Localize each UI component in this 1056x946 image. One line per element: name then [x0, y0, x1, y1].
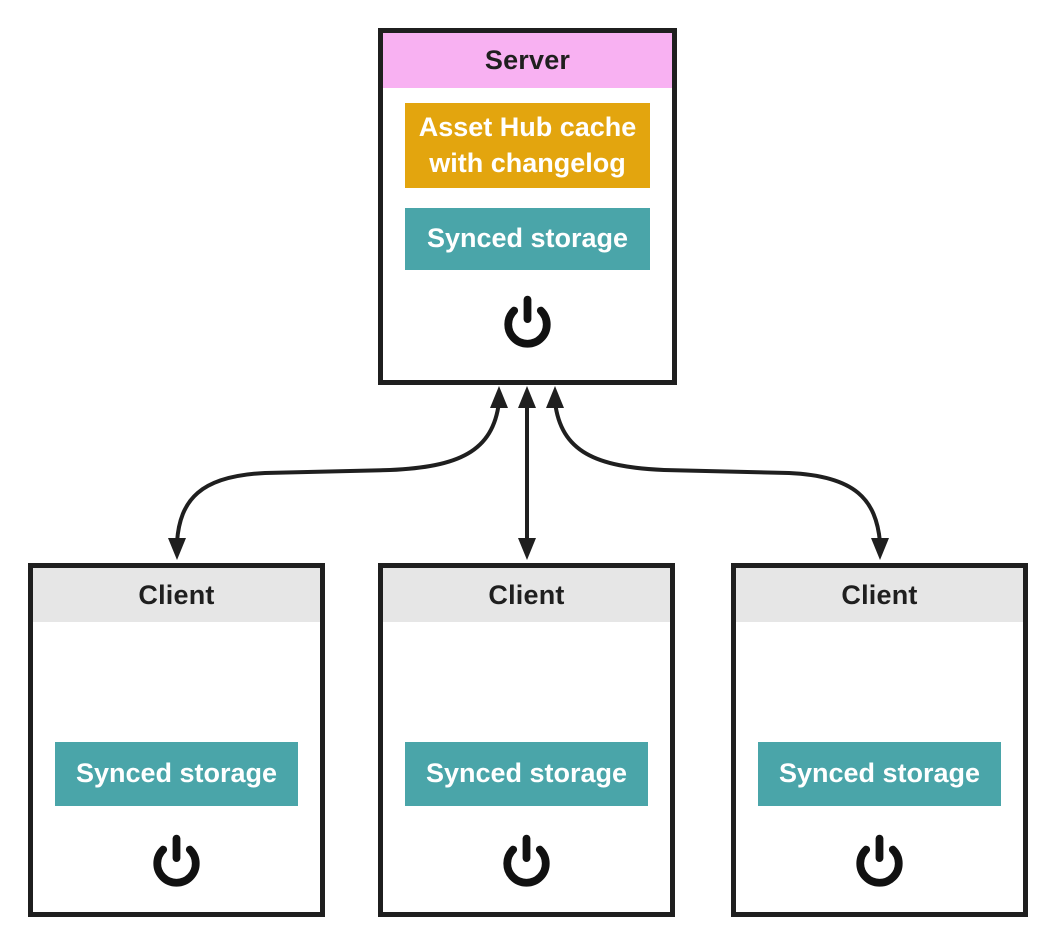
client-3-synced-storage-box: Synced storage — [758, 742, 1001, 806]
client-2-synced-storage-box: Synced storage — [405, 742, 648, 806]
arrowhead-up-icon — [518, 386, 536, 408]
server-node: Server Asset Hub cache with changelog Sy… — [378, 28, 677, 385]
client-2-node: Client Synced storage — [378, 563, 675, 917]
server-title: Server — [383, 33, 672, 88]
client-2-title: Client — [383, 568, 670, 622]
server-synced-storage-box: Synced storage — [405, 208, 650, 270]
client-3-title: Client — [736, 568, 1023, 622]
server-body: Asset Hub cache with changelog Synced st… — [383, 103, 672, 350]
arrowhead-down-icon — [168, 538, 186, 560]
edge-server-client-1 — [175, 400, 501, 544]
client-1-node: Client Synced storage — [28, 563, 325, 917]
arrowhead-down-icon — [518, 538, 536, 560]
power-icon — [405, 295, 650, 350]
power-icon — [405, 834, 648, 889]
arrowhead-down-icon — [871, 538, 889, 560]
client-2-body: Synced storage — [383, 742, 670, 889]
client-3-body: Synced storage — [736, 742, 1023, 889]
client-1-title: Client — [33, 568, 320, 622]
client-1-synced-storage-box: Synced storage — [55, 742, 298, 806]
asset-hub-cache-box: Asset Hub cache with changelog — [405, 103, 650, 188]
arrowhead-up-icon — [490, 386, 508, 408]
edge-server-client-3 — [553, 400, 882, 544]
power-icon — [55, 834, 298, 889]
client-3-node: Client Synced storage — [731, 563, 1028, 917]
arrowhead-up-icon — [546, 386, 564, 408]
client-1-body: Synced storage — [33, 742, 320, 889]
power-icon — [758, 834, 1001, 889]
